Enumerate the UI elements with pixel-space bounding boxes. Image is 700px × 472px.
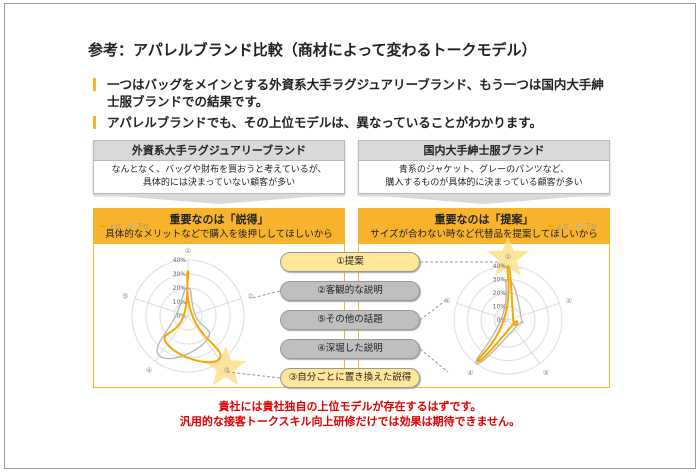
chevron-down-icon: [93, 194, 345, 204]
panel-heading: 重要なのは「提案」: [434, 213, 534, 226]
tick-label: 20%: [493, 290, 507, 297]
tick-label: 0%: [496, 317, 506, 324]
tick-label: 10%: [493, 304, 507, 311]
conclusion-line-2: 汎用的な接客トークスキル向上研修だけでは効果は期待できません。: [179, 415, 521, 428]
pill-label: ③自分ごとに置き換えた説得: [288, 372, 412, 383]
axis-label: ②: [566, 297, 572, 305]
tick-label: 0%: [176, 313, 186, 320]
radar-spoke: [187, 315, 222, 362]
tick-label: 30%: [173, 271, 187, 278]
tick-label: 20%: [173, 285, 187, 292]
connector-line: [419, 348, 449, 373]
bullet-2: アパレルブランドでも、その上位モデルは、異なっていることがわかります。: [93, 114, 613, 131]
radar-spoke: [187, 298, 242, 317]
pill-5: ③自分ごとに置き換えた説得: [280, 368, 420, 388]
series-上位: [476, 264, 519, 363]
brand-desc: 具体的には決まっていない顧客が多い: [142, 178, 296, 188]
panel-subheading: サイズが合わない時など代替品を提案してほしいから: [370, 229, 598, 240]
brand-desc: 購入するものが具体的に決まっている顧客が多い: [385, 178, 583, 188]
panel-heading: 重要なのは「説得」: [169, 213, 269, 226]
tick-label: 40%: [493, 263, 507, 270]
pill-label: ④深堀した説明: [317, 343, 383, 354]
star-highlight-icon: [487, 236, 529, 276]
radar-spoke: [134, 298, 189, 317]
brand-box-luxury: 外資系大手ラグジュアリーブランド なんとなく、バッグや財布を買おうと考えているが…: [93, 140, 345, 194]
radar-chart-1: ① ② ③ ④ ⑤ 0% 10% 20% 30% 40% 上位 下位: [100, 223, 254, 386]
brand-desc: なんとなく、バッグや財布を買おうと考えているが、: [111, 165, 327, 175]
radar-spoke: [507, 319, 541, 364]
pill-3: ⑤その他の話題: [280, 310, 420, 330]
pill-label: ⑤その他の話題: [317, 314, 383, 325]
radar-spoke: [456, 302, 509, 321]
series-上位: [163, 270, 222, 364]
star-highlight-icon: [204, 345, 247, 386]
radar-chart-2: ① ② ③ ④ ⑤ 0% 10% 20% 30% 40% 上位 下位: [444, 223, 597, 377]
connector-line: [251, 290, 281, 299]
axis-label: ③: [542, 369, 548, 377]
tick-label: 10%: [173, 299, 187, 306]
tick-label: 40%: [173, 257, 187, 264]
pill-1: ①提案: [280, 252, 420, 272]
connector-line: [227, 371, 281, 379]
pill-2: ②客観的な説明: [280, 281, 420, 301]
radar-spoke: [154, 315, 189, 362]
axis-label: ⑤: [444, 297, 450, 305]
conclusion-line-1: 貴社には貴社独自の上位モデルが存在するはずです。: [218, 400, 482, 413]
pill-label: ②客観的な説明: [317, 285, 383, 296]
tick-label: 30%: [493, 277, 507, 284]
axis-label: ①: [185, 247, 191, 255]
chevron-down-icon: [358, 194, 610, 204]
axis-label: ④: [467, 369, 473, 377]
slide-frame: [4, 3, 696, 469]
axis-label: ④: [146, 366, 152, 374]
series-下位: [475, 278, 524, 365]
brand-name: 国内大手紳士服ブランド: [359, 141, 609, 161]
axis-label: ②: [248, 293, 254, 301]
radar-spoke: [507, 302, 560, 321]
connector-line: [419, 299, 447, 321]
brand-name: 外資系大手ラグジュアリーブランド: [94, 141, 344, 161]
legend-label: 上位: [109, 223, 121, 231]
bullet-1: 一つはバッグをメインとする外資系大手ラグジュアリーブランド、もう一つは国内大手紳…: [93, 76, 613, 110]
legend-label: 下位: [585, 223, 597, 231]
axis-label: ①: [505, 253, 511, 261]
panel-subheading: 具体的なメリットなどで購入を後押ししてほしいから: [105, 229, 333, 240]
brand-box-menswear: 国内大手紳士服ブランド 青系のジャケット、グレーのパンツなど、購入するものが具体…: [358, 140, 610, 194]
brand-desc: 青系のジャケット、グレーのパンツなど、: [398, 165, 570, 175]
legend-label: 下位: [137, 223, 149, 231]
pill-4: ④深堀した説明: [280, 339, 420, 359]
pill-label: ①提案: [336, 256, 364, 267]
legend-label: 上位: [557, 223, 569, 231]
axis-label: ③: [224, 366, 230, 374]
axis-label: ⑤: [122, 293, 128, 301]
slide-title: 参考：アパレルブランド比較（商材によって変わるトークモデル）: [88, 41, 537, 59]
